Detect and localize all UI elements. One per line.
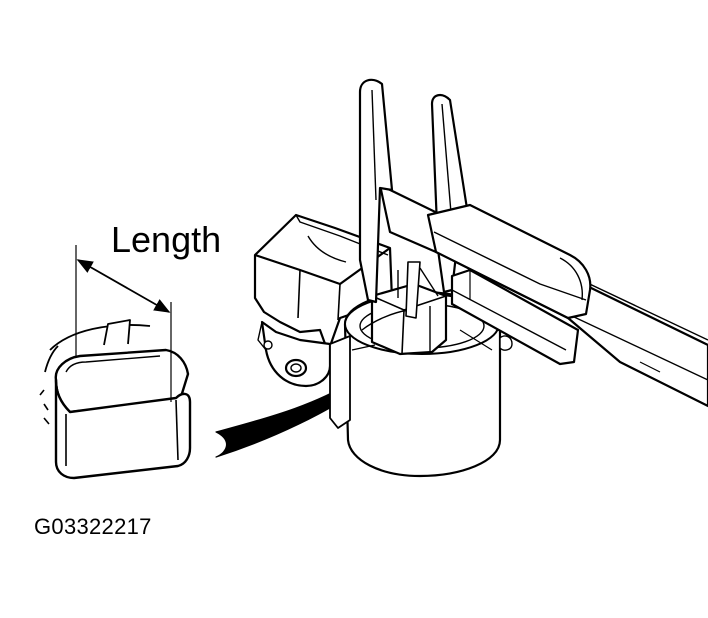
double-headed-arrow-icon xyxy=(76,259,171,313)
carbon-brush xyxy=(40,320,190,478)
brush-holder-assembly xyxy=(255,215,500,476)
length-label: Length xyxy=(111,219,222,260)
dimension-extension-lines xyxy=(76,245,171,402)
figure-code: G03322217 xyxy=(34,514,152,539)
vernier-caliper xyxy=(360,80,708,406)
